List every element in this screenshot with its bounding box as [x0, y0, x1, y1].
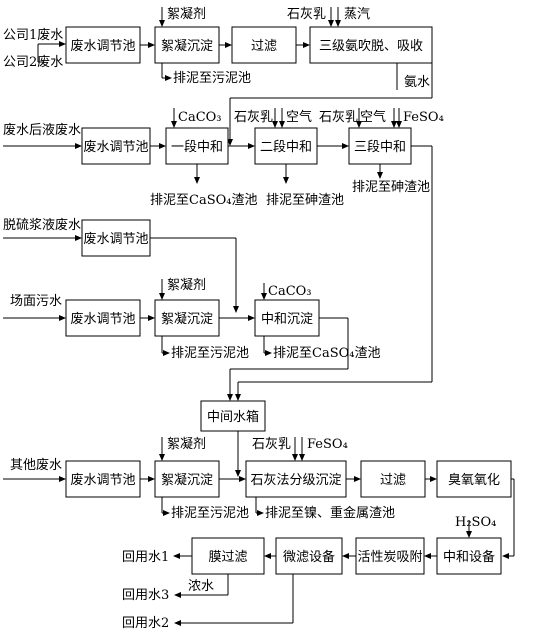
adjust-label-3: 废水调节池 — [83, 231, 148, 247]
carbon-label: 活性炭吸附 — [357, 550, 422, 565]
floc-box-2 — [154, 299, 220, 337]
neut1-box — [165, 127, 229, 165]
adjust-box-4 — [65, 299, 141, 337]
adjust-box-2 — [81, 127, 151, 165]
filter-label-1: 过滤 — [251, 39, 277, 54]
ozone-label: 臭氧氧化 — [448, 473, 500, 488]
caco3-label-2: CaCO₃ — [268, 284, 312, 299]
sludge-label-3: 排泥至污泥池 — [171, 506, 249, 521]
strip-label: 三级氨吹脱、吸收 — [319, 39, 423, 54]
caso4-sludge-label-1: 排泥至CaSO₄渣池 — [150, 193, 257, 208]
caso4-sludge-label-2: 排泥至CaSO₄渣池 — [273, 346, 380, 361]
reuse2-label: 回用水2 — [122, 616, 169, 631]
lime-label-2: 石灰乳 — [234, 110, 273, 125]
adjust-label-1: 废水调节池 — [70, 38, 135, 54]
feso4-label-2: FeSO₄ — [307, 437, 348, 452]
company1-label: 公司1废水 — [3, 27, 63, 43]
sludge-label-2: 排泥至污泥池 — [171, 346, 249, 361]
lime-label-4: 石灰乳 — [252, 437, 291, 452]
row1-arrows — [37, 41, 310, 63]
floc-box-1 — [154, 26, 220, 64]
adjust-label-2: 废水调节池 — [83, 139, 148, 155]
air-label-2: 空气 — [360, 109, 386, 125]
ni-sludge-label: 排泥至镍、重金属渣池 — [265, 505, 395, 521]
reuse3-label: 回用水3 — [122, 588, 169, 603]
reuse2-arrow — [174, 574, 294, 626]
concentrate-arrow — [174, 574, 229, 598]
adjust-box-1 — [65, 26, 141, 64]
concentrate-label: 浓水 — [188, 579, 214, 594]
adjust-label-5: 废水调节池 — [70, 472, 135, 488]
as-sludge-label-2: 排泥至砷渣池 — [352, 180, 430, 195]
lime-label-1: 石灰乳 — [287, 7, 326, 22]
tank-box — [200, 400, 266, 432]
filter-box-2 — [360, 460, 426, 498]
limesed-box — [245, 460, 347, 498]
h2so4-label: H₂SO₄ — [455, 515, 496, 530]
acid-waste-label: 废水后液废水 — [3, 122, 81, 138]
neutsed-box — [254, 299, 320, 337]
ozone-to-neutdev-arrow — [502, 478, 515, 559]
membrane-label: 膜过滤 — [208, 550, 247, 565]
floc-box-3 — [154, 460, 220, 498]
limesed-label: 石灰法分级沉淀 — [250, 473, 341, 488]
flocculant-label-1: 絮凝剂 — [167, 6, 206, 22]
ammonia-arrow — [227, 45, 433, 146]
micro-box — [275, 537, 343, 575]
desulf-label: 脱硫浆液废水 — [3, 217, 81, 233]
adjust-box-5 — [65, 460, 141, 498]
neutsed-label: 中和沉淀 — [261, 312, 313, 327]
tank-label: 中间水箱 — [207, 409, 259, 425]
ozone-box — [436, 460, 512, 498]
neut1-label: 一段中和 — [171, 140, 223, 155]
neut2-box — [254, 127, 318, 165]
other-label: 其他废水 — [10, 457, 62, 473]
neutdev-label: 中和设备 — [443, 549, 495, 565]
neut3-label: 三段中和 — [354, 140, 406, 155]
flocculant-label-2: 絮凝剂 — [167, 277, 206, 293]
lime-label-3: 石灰乳 — [319, 110, 358, 125]
as-sludge-label-1: 排泥至砷渣池 — [266, 193, 344, 208]
filter-label-2: 过滤 — [380, 473, 406, 488]
site-label: 场面污水 — [10, 294, 62, 309]
neutdev-box — [436, 537, 502, 575]
neut2-label: 二段中和 — [260, 140, 312, 155]
neutsed-to-tank-arrow — [227, 317, 349, 401]
steam-label: 蒸汽 — [344, 7, 370, 22]
caco3-label-1: CaCO₃ — [178, 110, 222, 125]
adjust-label-4: 废水调节池 — [70, 311, 135, 327]
company2-label: 公司2废水 — [3, 54, 63, 70]
floc-label-2: 絮凝沉淀 — [161, 311, 213, 327]
flocculant-label-3: 絮凝剂 — [167, 436, 206, 452]
feso4-label-1: FeSO₄ — [403, 110, 444, 125]
reuse1-label: 回用水1 — [122, 550, 169, 565]
neut3-to-tank-arrow — [235, 145, 433, 401]
sludge-label-1: 排泥至污泥池 — [173, 71, 251, 86]
filter-box-1 — [231, 26, 297, 64]
ammonia-label: 氨水 — [404, 75, 430, 90]
adjust-box-3 — [81, 219, 151, 257]
desulf-to-row4-arrow — [150, 237, 239, 313]
floc-label-3: 絮凝沉淀 — [161, 472, 213, 488]
floc-label-1: 絮凝沉淀 — [161, 38, 213, 54]
micro-label: 微滤设备 — [283, 549, 335, 565]
air-label-1: 空气 — [286, 109, 312, 125]
